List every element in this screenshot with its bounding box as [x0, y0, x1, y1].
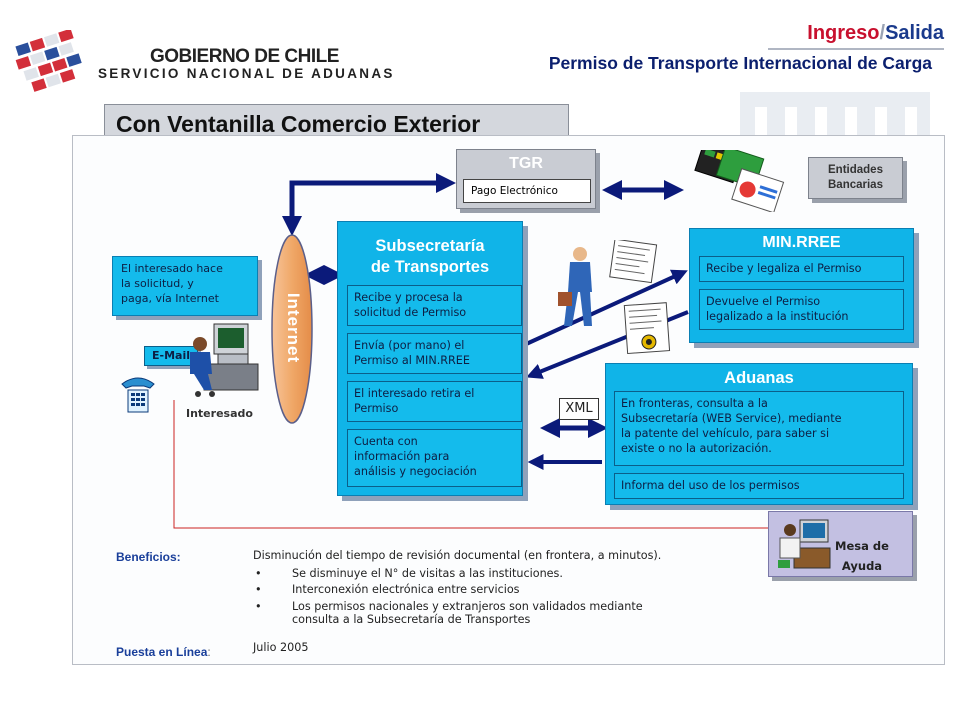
- interesado-note: El interesado hace la solicitud, y paga,…: [112, 256, 258, 316]
- internet-cloud: [271, 234, 313, 424]
- subsecretaria-title-line1: Subsecretaría: [375, 237, 485, 255]
- subsecretaria-item-1-line2: solicitud de Permiso: [354, 306, 467, 319]
- stamped-document-icon: [623, 302, 671, 355]
- subsecretaria-item-3-line1: El interesado retira el: [354, 387, 475, 400]
- puesta-label-text: Puesta en Línea: [116, 645, 208, 659]
- beneficios-intro: Disminución del tiempo de revisión docum…: [253, 549, 662, 562]
- subsecretaria-item-4-line3: análisis y negociación: [354, 465, 477, 478]
- aduanas-item-1: En fronteras, consulta a la Subsecretarí…: [614, 391, 904, 466]
- entidades-label: Entidades Bancarias: [808, 163, 903, 193]
- beneficio-bullet-3-line2: consulta a la Subsecretaría de Transport…: [292, 613, 531, 626]
- section-title: Con Ventanilla Comercio Exterior: [116, 111, 481, 137]
- minrree-item-2-line1: Devuelve el Permiso: [706, 295, 821, 308]
- arrow-internet-tgr: [282, 173, 456, 236]
- aduanas-item-1-line1: En fronteras, consulta a la: [621, 397, 768, 410]
- document-icon: [609, 240, 658, 284]
- entidades-box: [808, 157, 903, 199]
- interesado-note-line1: El interesado hace: [121, 262, 223, 275]
- internet-label: Internet: [284, 292, 303, 364]
- subsecretaria-item-2: Envía (por mano) el Permiso al MIN.RREE: [347, 333, 522, 374]
- xml-label: XML: [559, 398, 599, 420]
- aduanas-item-1-line2: Subsecretaría (WEB Service), mediante: [621, 412, 842, 425]
- aduanas-item-1-line3: la patente del vehículo, para saber si: [621, 427, 830, 440]
- nav-ingreso-salida: Ingreso/Salida: [807, 22, 944, 45]
- beneficio-bullet-3: Los permisos nacionales y extranjeros so…: [292, 600, 643, 626]
- nav-ingreso[interactable]: Ingreso: [807, 22, 880, 44]
- mesa-ayuda-line1: Mesa de: [835, 539, 889, 553]
- aduanas-item-2: Informa del uso de los permisos: [614, 473, 904, 499]
- aduanas-item-1-line4: existe o no la autorización.: [621, 442, 772, 455]
- chile-logo-icon: [15, 30, 82, 92]
- subsecretaria-item-1-line1: Recibe y procesa la: [354, 291, 463, 304]
- puesta-en-linea-label: Puesta en Línea:: [116, 645, 211, 659]
- nav-separator: /: [879, 22, 886, 44]
- page-subtitle: Permiso de Transporte Internacional de C…: [548, 53, 932, 73]
- gov-line-2: SERVICIO NACIONAL DE ADUANAS: [98, 66, 395, 81]
- beneficios-label: Beneficios:: [116, 550, 181, 564]
- beneficio-bullet-2: Interconexión electrónica entre servicio…: [292, 583, 520, 596]
- entidades-line1: Entidades: [828, 164, 883, 176]
- subsecretaria-item-3: El interesado retira el Permiso: [347, 381, 522, 422]
- aduanas-title: Aduanas: [724, 369, 794, 387]
- puesta-label-colon: :: [207, 645, 211, 659]
- beneficio-bullet-3-line1: Los permisos nacionales y extranjeros so…: [292, 600, 643, 613]
- nav-salida[interactable]: Salida: [885, 22, 944, 44]
- support-line: [173, 400, 768, 529]
- minrree-item-2-line2: legalizado a la institución: [706, 310, 849, 323]
- email-label[interactable]: E-Mail: [144, 346, 198, 366]
- interesado-note-line3: paga, vía Internet: [121, 292, 219, 305]
- puesta-en-linea-value: Julio 2005: [253, 641, 309, 654]
- interesado-label: Interesado: [186, 407, 253, 420]
- entidades-line2: Bancarias: [828, 179, 883, 191]
- mesa-ayuda-line2: Ayuda: [841, 559, 883, 573]
- fax-phone-icon: [121, 377, 155, 413]
- computer-user-icon: [190, 323, 259, 397]
- subsecretaria-title: Subsecretaría de Transportes: [337, 236, 523, 278]
- arrow-subsecretaria-minrree: [523, 269, 688, 347]
- subsecretaria-item-2-line1: Envía (por mano) el: [354, 339, 465, 352]
- header-divider: [768, 48, 944, 50]
- bank-cards-icon: [694, 150, 785, 212]
- minrree-item-1: Recibe y legaliza el Permiso: [699, 256, 904, 282]
- subsecretaria-title-line2: de Transportes: [370, 258, 490, 276]
- bullet-marker-3: •: [255, 600, 262, 613]
- minrree-item-2: Devuelve el Permiso legalizado a la inst…: [699, 289, 904, 330]
- messenger-person-icon: [558, 247, 592, 326]
- interesado-note-line2: la solicitud, y: [121, 277, 194, 290]
- subsecretaria-item-4-line1: Cuenta con: [354, 435, 418, 448]
- minrree-title: MIN.RREE: [762, 234, 841, 251]
- subsecretaria-item-3-line2: Permiso: [354, 402, 399, 415]
- gov-line-1: GOBIERNO DE CHILE: [150, 46, 339, 67]
- subsecretaria-item-2-line2: Permiso al MIN.RREE: [354, 354, 470, 367]
- tgr-title: TGR: [509, 155, 543, 172]
- help-desk-icon: [778, 519, 831, 569]
- tgr-pago-electronico: Pago Electrónico: [463, 179, 591, 203]
- beneficio-bullet-1: Se disminuye el N° de visitas a las inst…: [292, 567, 563, 580]
- bullet-marker-1: •: [255, 567, 262, 580]
- mesa-ayuda-label: Mesa de Ayuda: [832, 536, 892, 576]
- subsecretaria-item-4: Cuenta con información para análisis y n…: [347, 429, 522, 487]
- subsecretaria-item-1: Recibe y procesa la solicitud de Permiso: [347, 285, 522, 326]
- subsecretaria-item-4-line2: información para: [354, 450, 450, 463]
- bullet-marker-2: •: [255, 583, 262, 596]
